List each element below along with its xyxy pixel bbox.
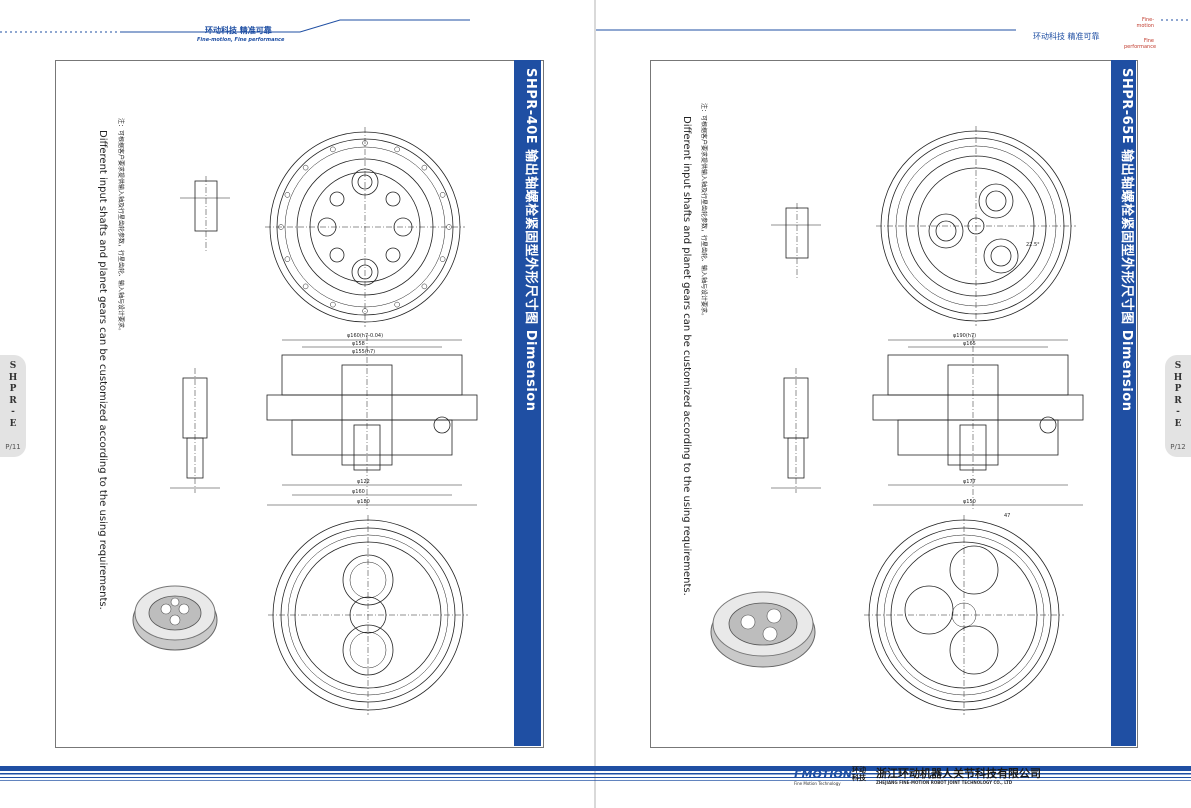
dim-left-d5: φ160: [352, 489, 365, 495]
note-cn-right: 注：可根据客户要求提供输入轴及行星齿轮参数，行星齿轮、输入轴与设计要求。: [700, 103, 707, 320]
dim-left-d1: φ160(h7-0.04): [347, 333, 383, 339]
side-tab-left[interactable]: S H P R - E P/11: [0, 355, 26, 457]
header-brand-en: Fine-motion, Fine performance: [197, 37, 285, 43]
product-render-right: [710, 591, 816, 668]
dim-right-d3: φ165: [963, 341, 976, 347]
drawing-top-view-left: [265, 127, 465, 327]
bolt-hole: [284, 192, 291, 198]
title-right: SHPR-65E 输出轴螺栓紧固型外形尺寸图 Dimension: [1119, 68, 1134, 412]
header-line-left: [0, 19, 470, 33]
bolt-hole: [278, 224, 284, 230]
page-number-right: P/12: [1170, 443, 1186, 451]
bolt-hole: [362, 140, 368, 146]
header-small-top: Fine- motion: [1136, 17, 1154, 29]
note-en-left: Different input shafts and planet gears …: [97, 130, 108, 610]
bolt-hole: [439, 256, 446, 262]
title-left: SHPR-40E 输出轴螺栓紧固型外形尺寸图 Dimension: [523, 68, 538, 412]
bolt-hole: [421, 164, 428, 171]
footer-logo-cn: 环动 科技: [852, 766, 866, 782]
tab-letters-left: S H P R - E: [8, 361, 18, 429]
bolt-hole: [421, 283, 428, 290]
bolt-hole: [362, 308, 368, 314]
dim-left-d3: φ155(h7): [352, 349, 375, 355]
detail-key-right: [771, 203, 821, 278]
footer-company-en: ZHEJIANG FINE-MOTION ROBOT JOINT TECHNOL…: [876, 780, 1013, 785]
footer-logo-sub: Fine Motion Technology: [794, 781, 841, 786]
bolt-hole: [394, 301, 400, 308]
right-page: 环动科技 精准可靠 Fine- motion Fine performance …: [596, 0, 1191, 808]
dim-left-d2: φ158: [352, 341, 365, 347]
dim-right-top: 47: [1004, 513, 1010, 519]
detail-shaft-right: [771, 368, 821, 493]
note-cn-left: 注：可根据客户要求提供输入轴及行星齿轮参数，行星齿轮、输入轴与设计要求。: [117, 118, 124, 335]
header-line-right: [596, 19, 1191, 31]
dim-right-ang: 22.5°: [1026, 242, 1040, 248]
drawing-top-view-right: 22.5°: [876, 126, 1076, 326]
detail-key-left: [180, 176, 230, 251]
header-brand-cn: 环动科技 精准可靠: [205, 26, 272, 35]
dim-right-d4: φ150: [963, 499, 976, 505]
header-small-bottom: Fine performance: [1124, 38, 1157, 50]
detail-shaft-left: [170, 368, 220, 493]
bolt-hole: [302, 283, 309, 290]
bolt-hole: [446, 224, 452, 230]
dim-right-d1: φ190(h7): [953, 333, 976, 339]
bolt-hole: [330, 301, 336, 308]
page-spine: [594, 0, 596, 808]
footer-logo: FMOTION: [794, 768, 852, 781]
bolt-hole: [330, 146, 336, 153]
drawing-bottom-view-right: 47: [864, 513, 1064, 715]
drawing-section-view-right: φ190(h7) φ165 φ177 φ150: [872, 333, 1084, 510]
bolt-hole: [302, 164, 309, 171]
bolt-hole: [284, 256, 291, 262]
title-band-left: SHPR-40E 输出轴螺栓紧固型外形尺寸图 Dimension: [514, 60, 541, 746]
footer-company-cn: 浙江环动机器人关节科技有限公司: [876, 767, 1041, 780]
bolt-hole: [439, 192, 446, 198]
title-band-right: SHPR-65E 输出轴螺栓紧固型外形尺寸图 Dimension: [1111, 60, 1136, 746]
drawing-frame-left: [55, 60, 544, 748]
page-number-left: P/11: [5, 443, 21, 451]
header-brand-cn-right: 环动科技 精准可靠: [1033, 32, 1100, 41]
drawing-bottom-view-left: [268, 515, 468, 715]
drawing-section-view-left: φ160(h7-0.04) φ158 φ155(h7) φ122 φ160 φ1…: [266, 333, 478, 510]
left-page: 环动科技 精准可靠 Fine-motion, Fine performance …: [0, 0, 595, 808]
side-tab-right[interactable]: S H P R - E P/12: [1165, 355, 1191, 457]
bolt-hole: [394, 146, 400, 153]
footer-stripes: [0, 766, 1191, 781]
product-render-left: [132, 585, 218, 651]
dim-left-d4: φ122: [357, 479, 370, 485]
tab-letters-right: S H P R - E: [1173, 361, 1183, 429]
dim-right-d2: φ177: [963, 479, 976, 485]
dim-left-d6: φ180: [357, 499, 370, 505]
note-en-right: Different input shafts and planet gears …: [681, 116, 692, 596]
